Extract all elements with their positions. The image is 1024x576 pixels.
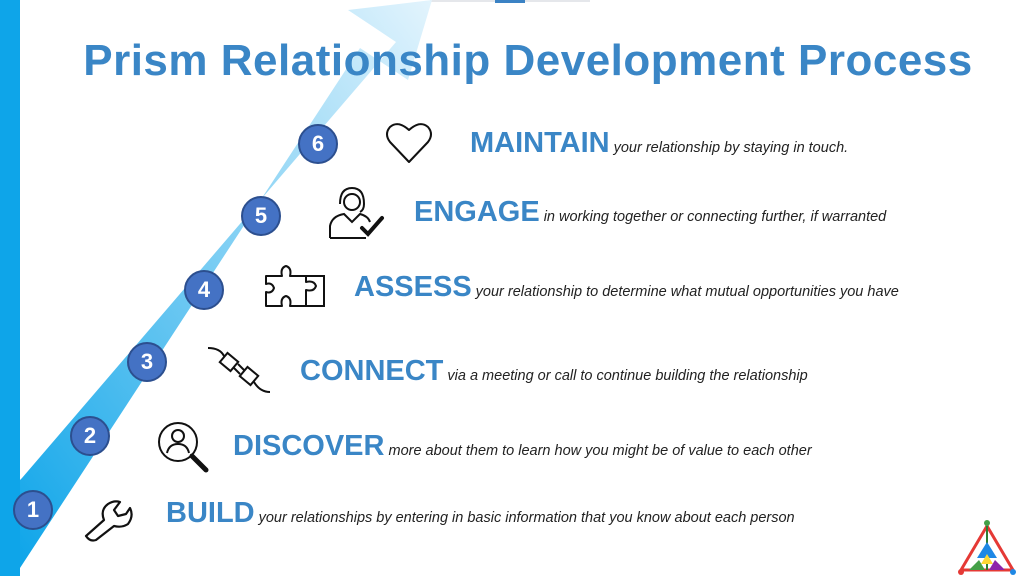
step-title: CONNECT (300, 355, 444, 387)
page-title: Prism Relationship Development Process (83, 36, 973, 85)
heart-icon (386, 123, 432, 163)
step-number-badge: 2 (70, 416, 110, 456)
person-check-icon (329, 186, 384, 239)
step-number-badge: 4 (184, 270, 224, 310)
step-number-badge: 3 (127, 342, 167, 382)
wrench-icon (84, 500, 133, 542)
step-title: BUILD (166, 497, 255, 529)
prism-logo (958, 520, 1016, 575)
step-description: more about them to learn how you might b… (388, 443, 812, 459)
plug-icon (207, 347, 271, 393)
puzzle-icon (265, 265, 325, 307)
top-accent-mark (495, 0, 525, 3)
step-description: your relationships by entering in basic … (258, 510, 795, 526)
step-title: ENGAGE (414, 196, 540, 228)
step-number-badge: 1 (13, 490, 53, 530)
step-description: in working together or connecting furthe… (543, 209, 887, 225)
step-title: ASSESS (354, 271, 472, 303)
profile-search-icon (158, 422, 209, 473)
step-number-badge: 6 (298, 124, 338, 164)
step-description: via a meeting or call to continue buildi… (447, 368, 808, 384)
step-description: your relationship to determine what mutu… (475, 284, 899, 300)
left-accent-bar (0, 0, 20, 576)
step-number-badge: 5 (241, 196, 281, 236)
step-title: MAINTAIN (470, 127, 610, 159)
step-title: DISCOVER (233, 430, 385, 462)
step-description: your relationship by staying in touch. (613, 140, 849, 156)
